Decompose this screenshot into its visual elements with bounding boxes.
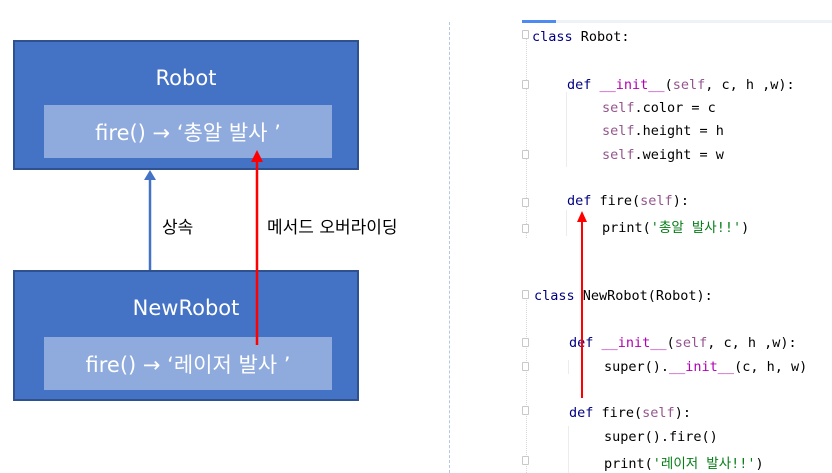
fold-marker-icon[interactable]	[522, 198, 529, 207]
fold-marker-icon[interactable]	[522, 150, 529, 159]
indent-guide	[568, 360, 569, 374]
fold-marker-icon[interactable]	[522, 362, 529, 371]
code-line-class-newrobot: class NewRobot(Robot):	[534, 288, 713, 304]
robot-fire-method: fire() → ‘총알 발사 ’	[44, 105, 332, 158]
code-line-newrobot-def-fire: def fire(self):	[569, 405, 691, 421]
newrobot-fire-method: fire() → ‘레이저 발사 ’	[44, 337, 332, 390]
fold-marker-icon[interactable]	[522, 30, 529, 39]
code-line-def-fire: def fire(self):	[567, 193, 689, 209]
indent-guide	[566, 92, 567, 167]
code-line-newrobot-def-init: def __init__(self, c, h ,w):	[569, 335, 797, 351]
code-editor-panel: class Robot: def __init__(self, c, h ,w)…	[522, 20, 832, 473]
code-line-super-init: super().__init__(c, h, w)	[604, 359, 808, 375]
editor-top-bar	[522, 20, 832, 23]
fold-marker-icon[interactable]	[522, 224, 529, 233]
gutter-guide	[526, 298, 527, 473]
code-line-self-height: self.height = h	[602, 123, 724, 139]
code-line-print-bullet: print('총알 발사!!')	[602, 220, 750, 236]
indent-guide	[568, 426, 569, 473]
fold-marker-icon[interactable]	[522, 406, 529, 415]
inheritance-arrow-head-icon	[144, 170, 156, 180]
editor-active-tab-indicator	[522, 20, 556, 23]
code-line-class-robot: class Robot:	[532, 29, 630, 45]
newrobot-class-box: NewRobot fire() → ‘레이저 발사 ’	[13, 270, 359, 401]
fold-marker-icon[interactable]	[522, 80, 529, 89]
code-line-self-weight: self.weight = w	[602, 147, 724, 163]
code-line-print-laser: print('레이저 발사!!')	[604, 456, 764, 472]
fold-marker-icon[interactable]	[522, 290, 529, 299]
override-arrow-right-head-icon	[577, 211, 587, 222]
code-line-self-color: self.color = c	[602, 100, 716, 116]
inheritance-label: 상속	[162, 218, 194, 238]
fold-marker-icon[interactable]	[522, 456, 529, 465]
override-label: 메서드 오버라이딩	[267, 218, 398, 238]
fold-marker-icon[interactable]	[522, 338, 529, 347]
code-line-def-init: def __init__(self, c, h ,w):	[567, 77, 795, 93]
robot-class-box: Robot fire() → ‘총알 발사 ’	[13, 40, 359, 170]
override-arrow-left-head-icon	[251, 150, 263, 162]
section-divider	[449, 22, 450, 473]
indent-guide	[566, 210, 567, 236]
gutter-guide	[526, 38, 527, 238]
robot-class-title: Robot	[155, 66, 217, 90]
newrobot-class-title: NewRobot	[132, 296, 240, 320]
code-line-super-fire: super().fire()	[604, 429, 718, 445]
